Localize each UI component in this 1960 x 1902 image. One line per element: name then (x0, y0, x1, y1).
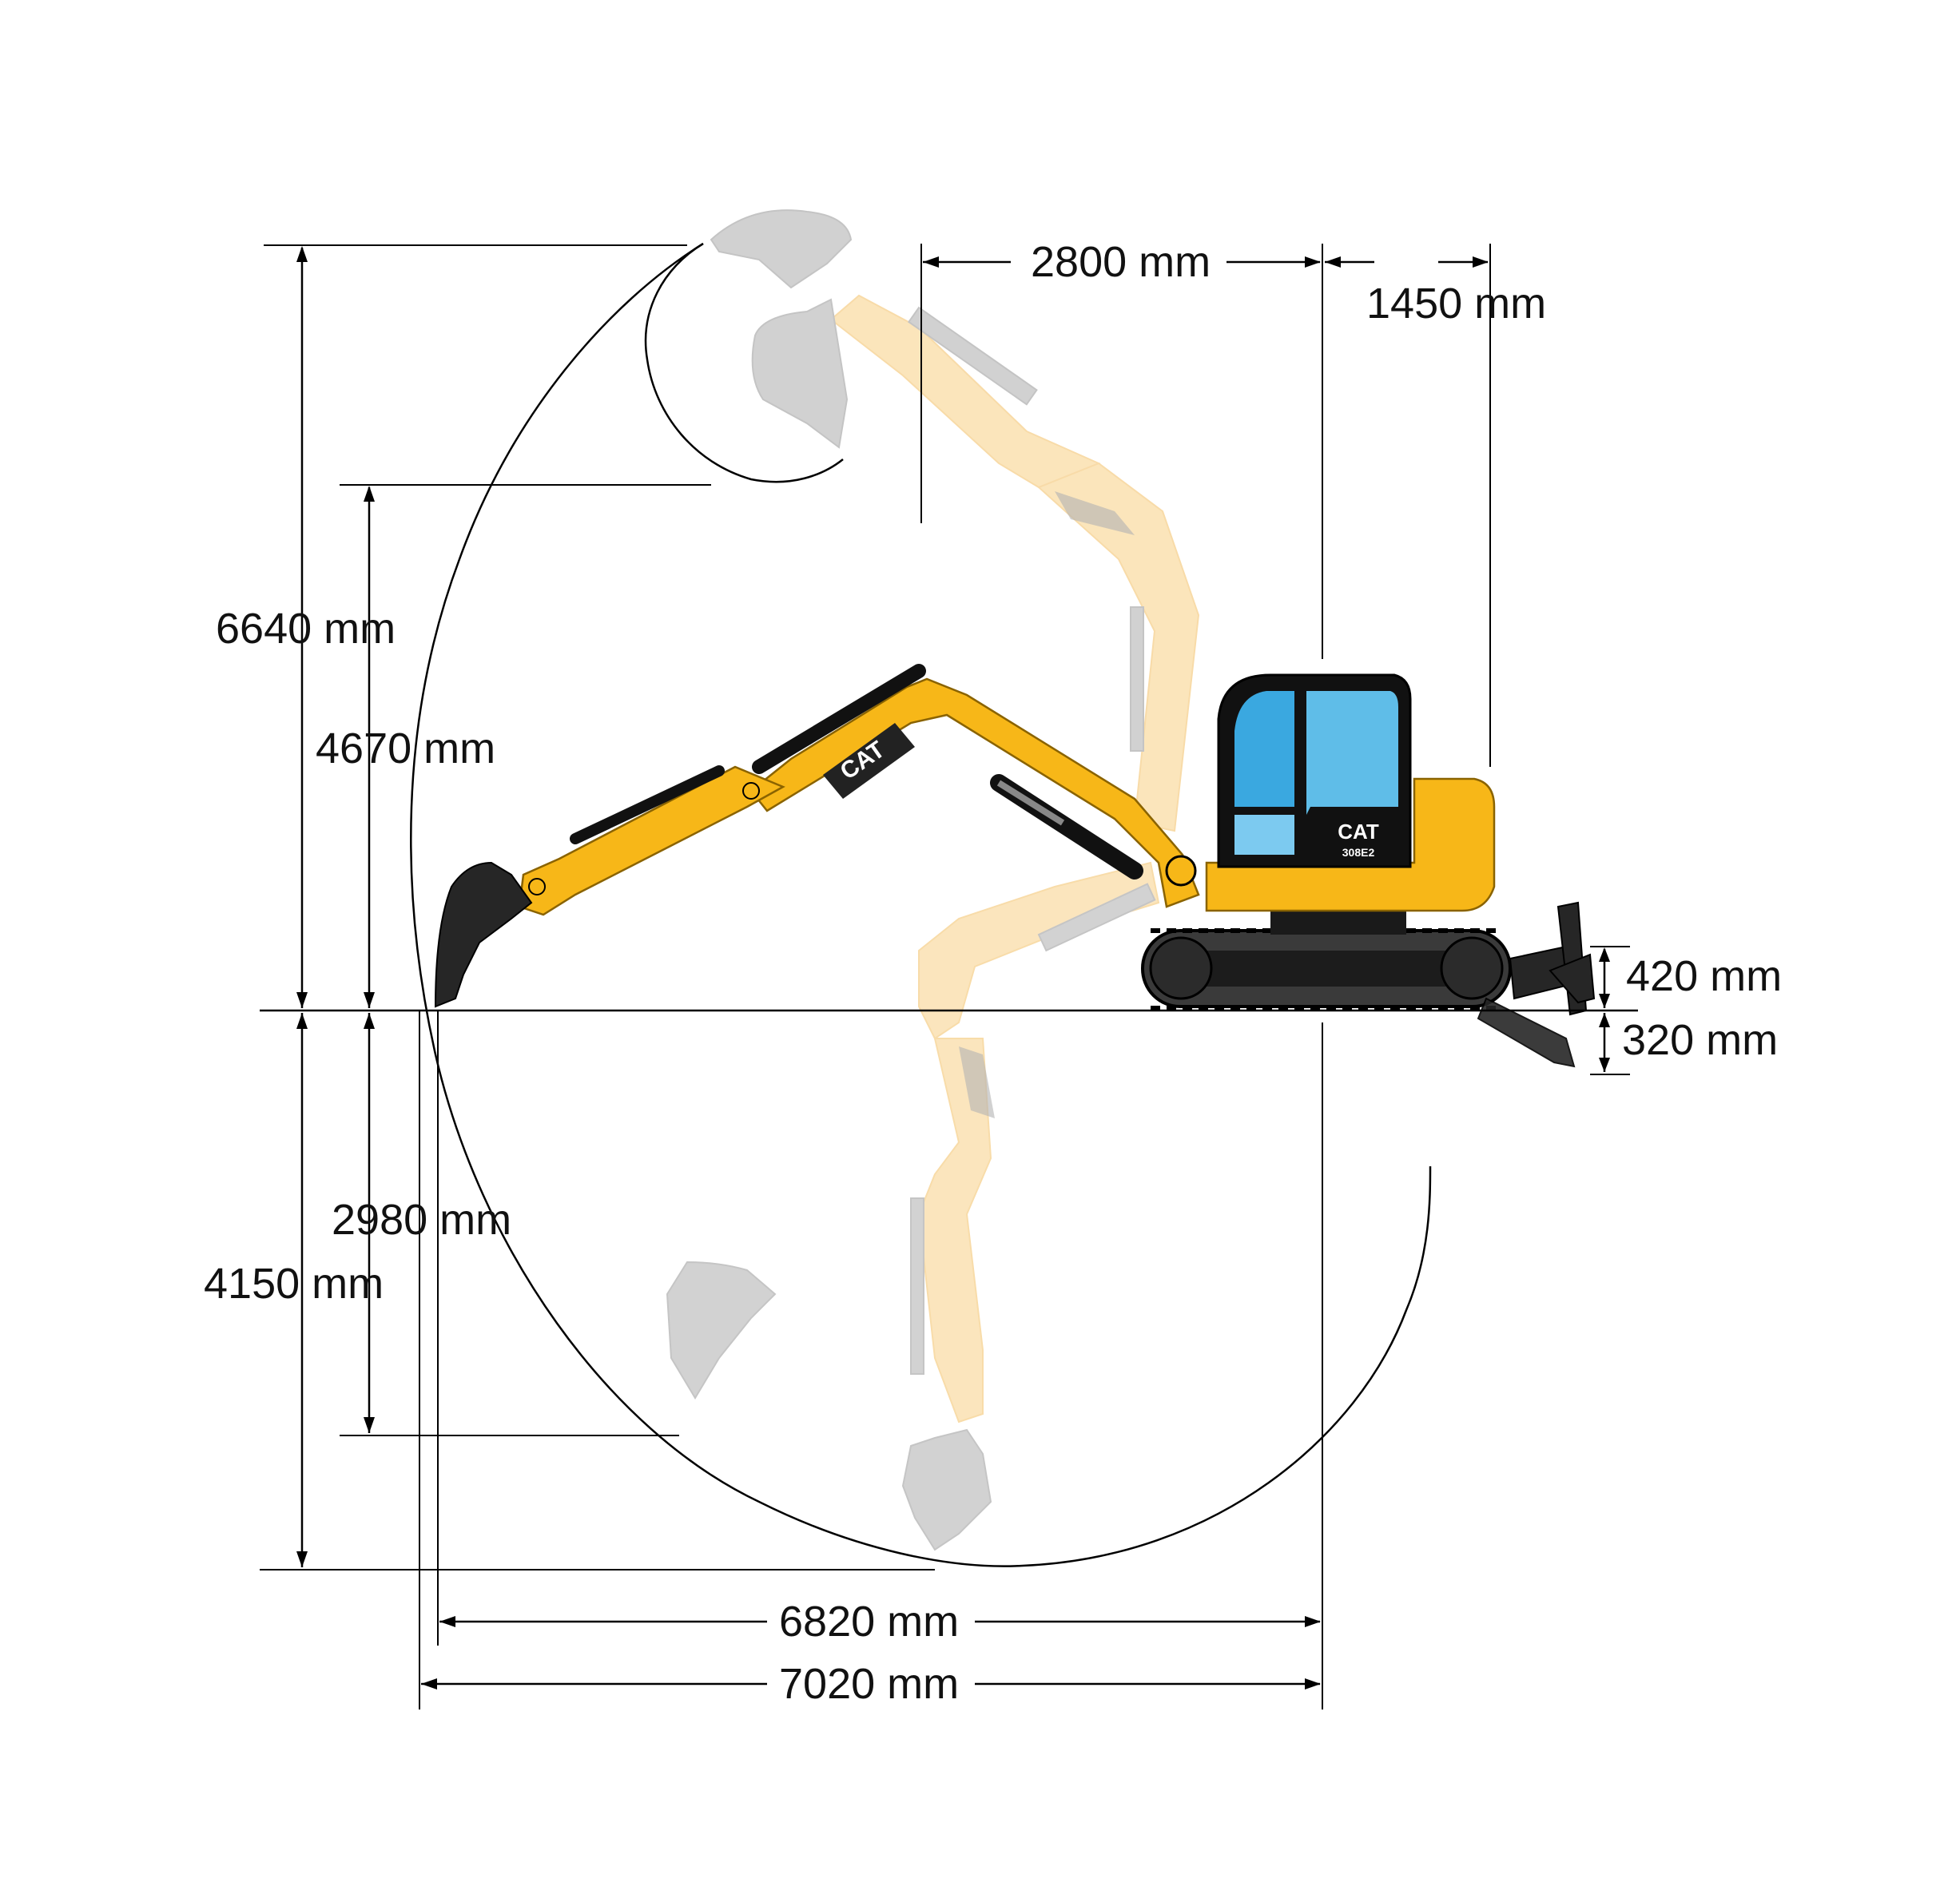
top-curl-curve (644, 242, 844, 483)
ghost-arm-high (710, 209, 1200, 832)
digging-envelope-curve (410, 242, 1432, 1567)
dim-blade-raise (1599, 947, 1610, 1008)
ghost-bucket-low (901, 1428, 992, 1551)
cab-window-side (1306, 691, 1398, 815)
dim-max-height (296, 246, 308, 1008)
ghost-bucket-top (710, 209, 853, 289)
label-blade-lower: 320 mm (1622, 1016, 1778, 1064)
upper-structure (1205, 777, 1496, 912)
stick-cylinder (752, 664, 926, 774)
label-dump-height: 4670 mm (316, 725, 495, 772)
label-front-swing: 2800 mm (1031, 238, 1211, 286)
dim-front-swing (923, 256, 1321, 268)
ghost-arm-low (666, 861, 1160, 1551)
extension-lines (260, 244, 1630, 1709)
dim-max-reach (421, 1678, 1321, 1690)
label-tail-swing: 1450 mm (1366, 280, 1546, 328)
cab-window-front (1234, 691, 1294, 807)
sprocket-wheel (1440, 936, 1504, 1000)
ghost-bucket-2 (751, 298, 849, 449)
dim-tail-swing (1325, 256, 1489, 268)
label-max-depth: 4150 mm (204, 1260, 384, 1308)
dim-wall-depth (364, 1013, 375, 1433)
dim-dump-height (364, 486, 375, 1008)
label-max-height: 6640 mm (216, 605, 396, 653)
excavator-body: CAT 308E2 CAT (434, 664, 1596, 1068)
dim-blade-lower (1599, 1013, 1610, 1072)
bucket-cylinder (570, 765, 725, 844)
dim-reach-ground (439, 1616, 1321, 1627)
model-badge: 308E2 (1342, 846, 1375, 859)
label-reach-ground: 6820 mm (779, 1598, 959, 1646)
bucket (434, 861, 533, 1008)
ghost-bucket-left (666, 1261, 777, 1400)
dozer-blade (1477, 901, 1596, 1068)
label-max-reach: 7020 mm (779, 1660, 959, 1708)
label-blade-raise: 420 mm (1626, 952, 1782, 1000)
label-wall-depth: 2980 mm (332, 1196, 511, 1244)
cab-cat-logo: CAT (1338, 820, 1379, 844)
idler-wheel (1149, 936, 1213, 1000)
dim-max-depth (296, 1013, 308, 1567)
